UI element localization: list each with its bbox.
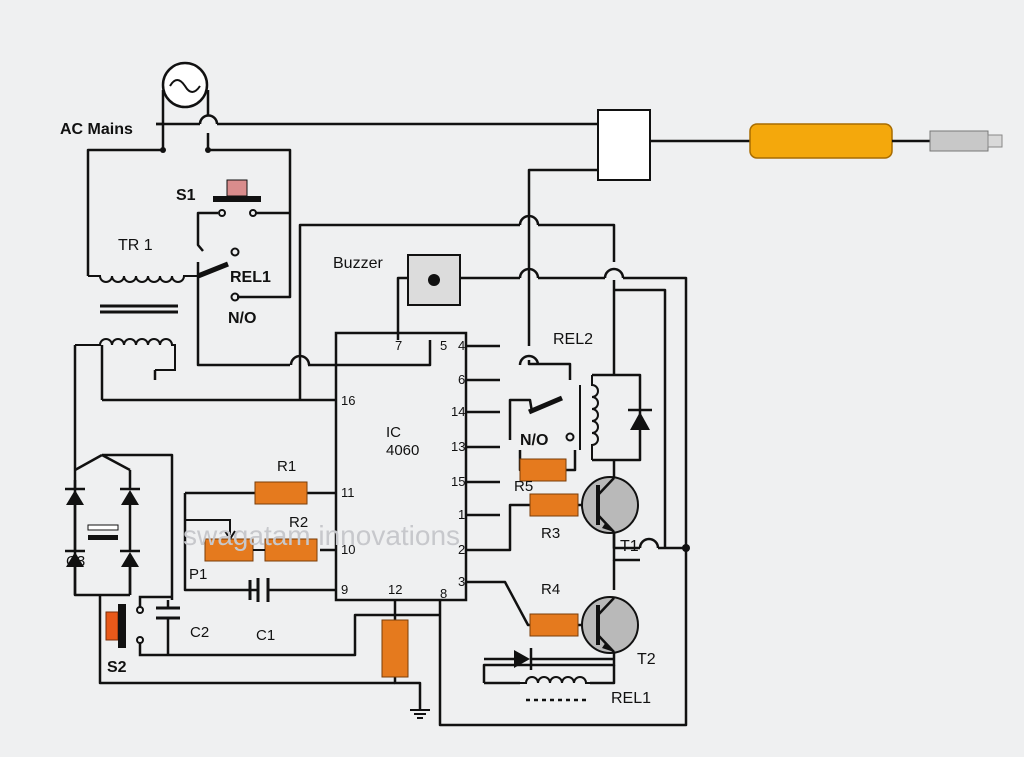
- ic-pin-5: 5: [440, 338, 447, 353]
- ic-name-label: IC: [386, 424, 401, 441]
- wire-crossings: [156, 114, 660, 550]
- resistor-r1: [254, 481, 308, 505]
- no-top-label: N/O: [228, 310, 256, 327]
- ic-pin-16: 16: [341, 393, 355, 408]
- s1-label: S1: [176, 187, 196, 204]
- s2-label: S2: [107, 659, 127, 676]
- ic-pin-3: 3: [458, 574, 465, 589]
- buzzer-symbol: [407, 254, 461, 306]
- r3-label: R3: [541, 525, 560, 542]
- r4-label: R4: [541, 581, 560, 598]
- rel2-label: REL2: [553, 331, 593, 348]
- transistor-t1: [581, 476, 639, 534]
- plug-box: [597, 109, 651, 181]
- ic-pin-13: 13: [451, 439, 465, 454]
- ic-pin-15: 15: [451, 474, 465, 489]
- r1-label: R1: [277, 458, 296, 475]
- watermark: swagatam innovations: [183, 520, 460, 551]
- ic-4060: [334, 331, 468, 602]
- rel2-coil: [579, 375, 599, 460]
- no-mid-label: N/O: [520, 432, 548, 449]
- ic-pin-2: 2: [458, 542, 465, 557]
- diode-icon: [65, 487, 85, 505]
- ic-pin-9: 9: [341, 582, 348, 597]
- c2-label: C2: [190, 624, 209, 641]
- buzzer-label: Buzzer: [333, 255, 383, 272]
- ac-source-symbol: [160, 61, 211, 153]
- ic-pin-8: 8: [440, 586, 447, 601]
- ic-pin-1: 1: [458, 507, 465, 522]
- tr1-label: TR 1: [118, 237, 153, 254]
- bridge-rectifier: [65, 453, 140, 595]
- junction-dot: [682, 544, 690, 552]
- rel1-top-label: REL1: [230, 269, 271, 286]
- s2-pushbutton: [105, 595, 172, 657]
- capacitor-c1: [248, 578, 278, 602]
- ic-part-label: 4060: [386, 442, 419, 459]
- wires: [73, 90, 750, 727]
- s1-pushbutton: [213, 179, 261, 217]
- resistor-pin12: [381, 619, 409, 678]
- ic-pin-10: 10: [341, 542, 355, 557]
- rel2-contacts: [528, 395, 575, 442]
- diode-icon: [120, 549, 140, 567]
- t2-label: T2: [637, 651, 656, 668]
- ground-icon: [410, 709, 430, 719]
- r2-label: R2: [289, 514, 308, 531]
- ic-pin-14: 14: [451, 404, 465, 419]
- p1-label: P1: [189, 566, 207, 583]
- rel1-coil: [520, 676, 590, 702]
- t1-label: T1: [620, 538, 639, 555]
- diode-icon: [120, 487, 140, 505]
- ic-pin-12: 12: [388, 582, 402, 597]
- resistors: [204, 458, 579, 678]
- ic-pin-11: 11: [341, 485, 355, 500]
- transformer-tr1: [75, 275, 198, 371]
- ic-pin-labels: 7 5 4 6 14 13 15 1 2 3 16 11 10 9 12 8: [341, 338, 465, 601]
- transistor-t2: [581, 596, 639, 654]
- p1-wiper: [185, 519, 265, 551]
- ic-pin-7: 7: [395, 338, 402, 353]
- c1-label: C1: [256, 627, 275, 644]
- rel1-contacts: [197, 247, 240, 302]
- ic-pin-6: 6: [458, 372, 465, 387]
- capacitor-c2: [156, 600, 180, 655]
- ic-pin-4: 4: [458, 338, 465, 353]
- rel2-diode-icon: [628, 408, 652, 430]
- resistor-r3: [529, 493, 579, 517]
- r5-label: R5: [514, 478, 533, 495]
- probe: [749, 123, 1003, 159]
- rel1-bottom-label: REL1: [611, 690, 651, 707]
- ac-mains-label: AC Mains: [60, 121, 133, 138]
- resistor-r5: [519, 458, 567, 482]
- rel1-diode-icon: [484, 648, 614, 670]
- resistor-r4: [529, 613, 579, 637]
- capacitor-c3: [87, 524, 119, 540]
